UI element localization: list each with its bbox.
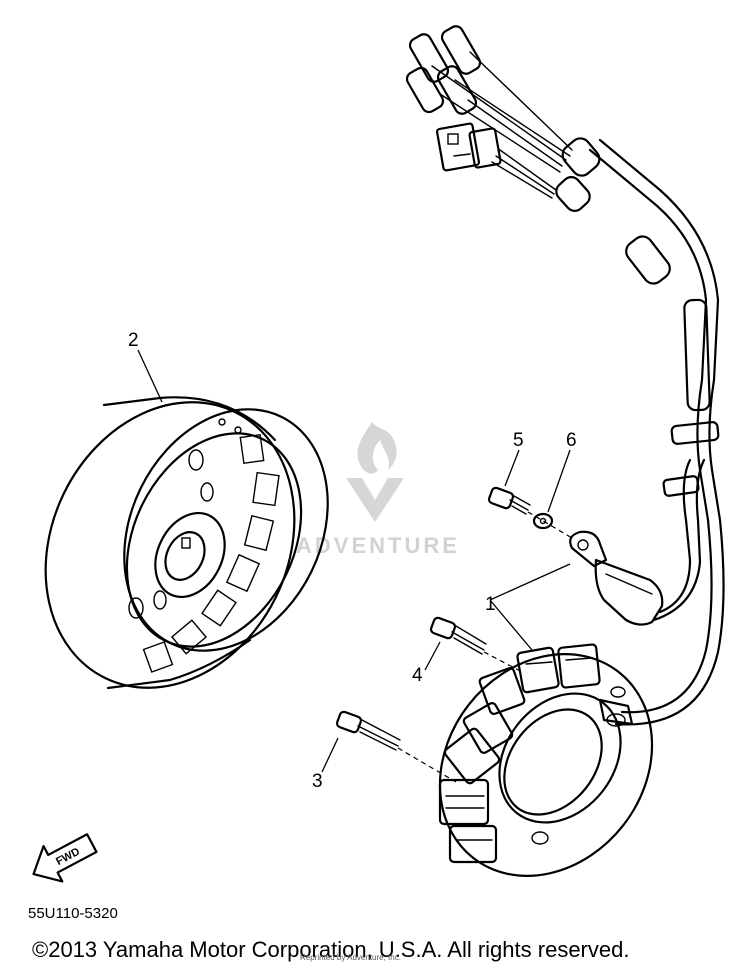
washer-6 <box>532 512 554 530</box>
callout-numbers: 1 2 3 4 5 6 <box>128 330 577 792</box>
reprint-note: Reprinted by Adventure, Inc. <box>300 953 401 962</box>
bolt-4 <box>429 616 487 655</box>
bolt-3 <box>335 710 401 751</box>
copyright-notice: ©2013 Yamaha Motor Corporation, U.S.A. A… <box>32 937 630 962</box>
watermark-v-icon <box>346 478 404 522</box>
callout-2: 2 <box>128 330 139 351</box>
pickup-coil <box>569 530 664 626</box>
watermark-flame-icon <box>357 422 397 474</box>
callout-6: 6 <box>566 430 577 451</box>
stator-assembly <box>405 25 725 877</box>
watermark: ADVENTURE <box>296 422 457 558</box>
wiring-harness <box>405 25 725 726</box>
callout-4: 4 <box>412 665 423 686</box>
callout-1: 1 <box>485 594 496 615</box>
callout-5: 5 <box>513 430 524 451</box>
callout-3: 3 <box>312 771 323 792</box>
bolt-5 <box>487 486 531 515</box>
callout-leaders <box>137 349 573 783</box>
diagram-part-code: 55U110-5320 <box>28 905 118 922</box>
stator-coils <box>438 643 601 864</box>
rotor-flywheel <box>44 396 329 690</box>
fwd-arrow-icon: FWD <box>32 833 98 883</box>
